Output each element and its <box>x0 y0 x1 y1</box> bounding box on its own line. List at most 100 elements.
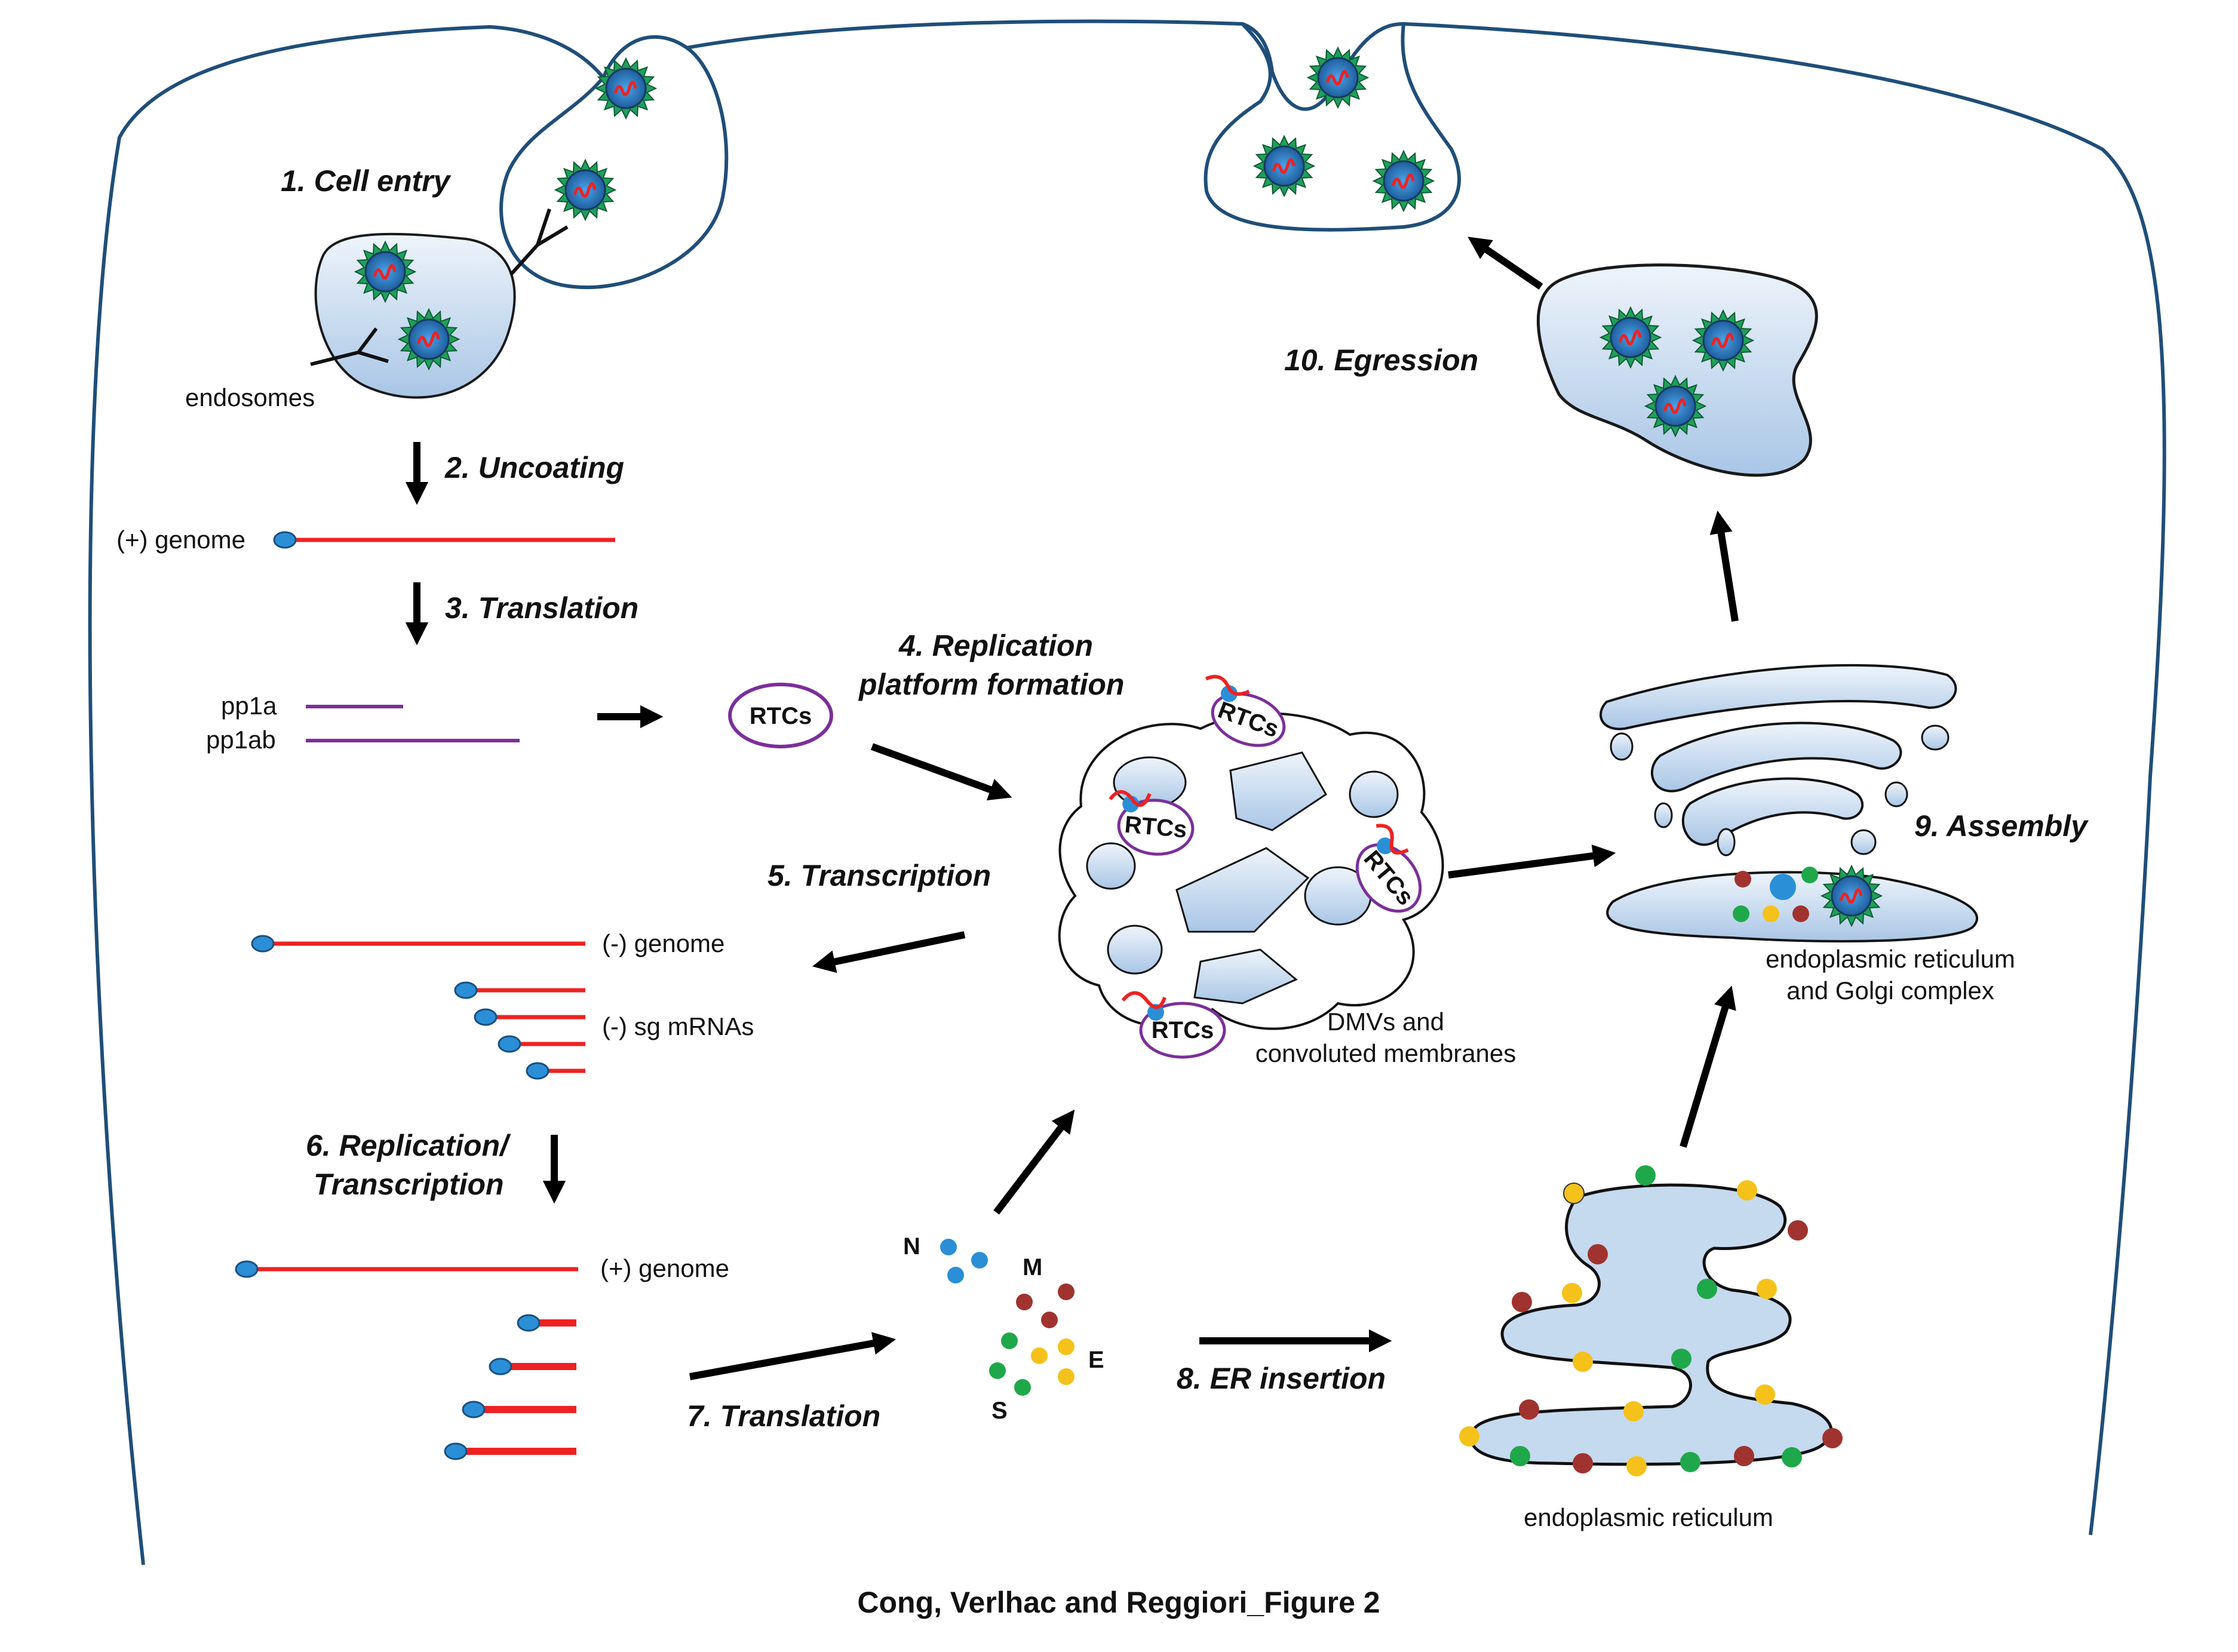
ergic-label-line2: and Golgi complex <box>1786 977 1994 1005</box>
er-proteins <box>1459 1165 1843 1476</box>
rna-cap-icon <box>235 1260 259 1278</box>
dmv-vesicle <box>1193 948 1298 1005</box>
minus-sg-label: (-) sg mRNAs <box>602 1012 754 1040</box>
rna-cap-icon <box>251 935 275 953</box>
virion-icon <box>1599 306 1662 369</box>
figure-caption: Cong, Verlhac and Reggiori_Figure 2 <box>857 1586 1380 1619</box>
golgi-vesicle <box>1610 732 1634 761</box>
golgi-vesicle <box>1717 828 1736 856</box>
er-membrane <box>1469 1183 1833 1466</box>
rna-cap-icon <box>498 1035 521 1053</box>
protein-S-label: S <box>991 1398 1008 1424</box>
step-6-label-line2: Transcription <box>314 1168 504 1201</box>
step-6-label-line1: 6. Replication/ <box>306 1129 511 1162</box>
minus-genome-label: (-) genome <box>602 929 724 957</box>
rna-cap-icon <box>489 1358 512 1375</box>
protein-N-dot <box>947 1267 964 1283</box>
protein-S-dot <box>1014 1379 1031 1396</box>
rna-cap-icon <box>454 981 478 999</box>
step-4-label-line2: platform formation <box>858 668 1124 701</box>
ergic-label-line1: endoplasmic reticulum <box>1766 945 2015 973</box>
protein-M-dot <box>1016 1294 1033 1310</box>
virion-icon <box>354 240 417 303</box>
rtc-on-dmv-4: RTCs <box>1121 991 1226 1059</box>
arrow-assembly <box>1448 844 1616 879</box>
rtcs-complex <box>728 683 833 748</box>
protein-E-dot <box>1031 1347 1048 1364</box>
endosomes-label: endosomes <box>185 383 315 412</box>
virion-icon <box>594 57 658 120</box>
virion-icon <box>1691 309 1755 372</box>
rna-cap-icon <box>517 1314 541 1332</box>
protein-S-dot <box>989 1362 1006 1379</box>
rna-cap-icon <box>462 1401 486 1418</box>
svg-text:RTCs: RTCs <box>1123 812 1188 843</box>
arrow-translation-7 <box>689 1332 897 1380</box>
step-5-label: 5. Transcription <box>768 859 991 892</box>
egress-pocket <box>1204 22 1461 232</box>
protein-N-dot <box>940 1239 957 1255</box>
cell-membrane-right <box>686 19 2166 1536</box>
arrow-to-dmvs-from-proteins <box>993 1109 1075 1215</box>
virion-icon <box>397 308 461 371</box>
protein-M-dot <box>1041 1312 1058 1328</box>
protein-N-label: N <box>903 1233 920 1260</box>
arrow-transcription <box>812 931 966 974</box>
protein-E-label: E <box>1088 1347 1104 1373</box>
rna-cap-icon <box>474 1008 498 1026</box>
plus-genome-label-2: (+) genome <box>600 1254 729 1282</box>
rtcs-label: RTCs <box>750 703 812 729</box>
golgi-cisterna <box>1650 721 1902 793</box>
rtc-on-dmv-2: RTCs <box>1109 790 1195 856</box>
rna-cap-icon <box>273 531 297 549</box>
protein-E-dot <box>1058 1368 1075 1385</box>
svg-text:RTCs: RTCs <box>1152 1017 1214 1043</box>
protein-M-dot <box>1058 1283 1075 1300</box>
virion-icon <box>1820 864 1883 928</box>
golgi-vesicle <box>1850 829 1877 855</box>
secretory-vesicle <box>1536 263 1818 477</box>
golgi-cisterna <box>1681 777 1864 846</box>
step-7-label: 7. Translation <box>687 1399 880 1433</box>
protein-M-label: M <box>1023 1254 1042 1281</box>
virions <box>354 46 1883 928</box>
dmv-label-line1: DMVs and <box>1327 1008 1444 1036</box>
er-label: endoplasmic reticulum <box>1524 1503 1773 1531</box>
dmv-vesicle <box>1175 847 1310 933</box>
cell-membrane <box>88 24 729 1565</box>
endosome <box>314 232 516 399</box>
step-4-label-line1: 4. Replication <box>898 629 1093 662</box>
arrow-egression <box>1468 237 1543 290</box>
rna-cap-icon <box>444 1442 468 1460</box>
arrow-to-secretory-vesicle <box>1709 510 1739 622</box>
rtc-on-dmv-1: RTCs <box>1205 674 1286 747</box>
protein-S-dot <box>1001 1332 1018 1349</box>
virion-icon <box>1306 46 1370 109</box>
pp1ab-label: pp1ab <box>206 726 276 754</box>
plus-genome-label-1: (+) genome <box>116 526 245 554</box>
step-1-label: 1. Cell entry <box>281 164 452 198</box>
protein-E-dot <box>1058 1338 1075 1355</box>
step-9-label: 9. Assembly <box>1914 809 2089 843</box>
golgi-vesicle <box>1921 724 1950 751</box>
dmv-vesicle <box>1107 925 1163 975</box>
arrow-to-dmvs <box>870 743 1012 801</box>
receptor-1 <box>509 208 569 277</box>
step-8-label: 8. ER insertion <box>1177 1362 1386 1395</box>
step-3-label: 3. Translation <box>445 591 638 625</box>
step-10-label: 10. Egression <box>1284 343 1478 377</box>
virion-icon <box>1644 374 1707 438</box>
dmv-label-line2: convoluted membranes <box>1255 1039 1516 1067</box>
arrow-er-to-assembly <box>1680 985 1736 1148</box>
ergic-membrane <box>1606 871 1979 942</box>
golgi-vesicle <box>1654 802 1673 828</box>
receptor-2 <box>310 327 389 366</box>
golgi-cisterna <box>1600 664 1957 730</box>
rna-cap-icon <box>526 1062 549 1080</box>
assembly-proteins <box>1733 867 1818 922</box>
dmv-vesicle <box>1349 770 1399 818</box>
pp1a-label: pp1a <box>221 692 277 720</box>
golgi-vesicle <box>1884 781 1908 807</box>
step-2-label: 2. Uncoating <box>444 451 624 484</box>
